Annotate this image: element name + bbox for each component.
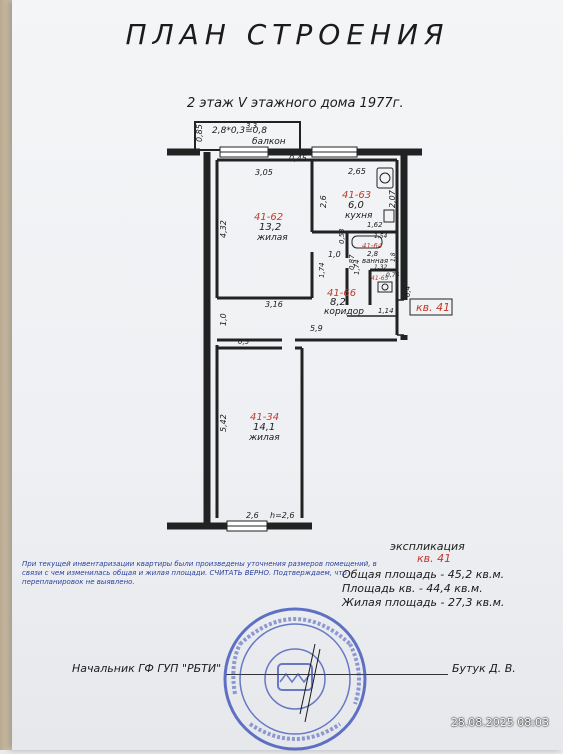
dim-174a: 1,74 [318, 262, 326, 278]
room-2-name: кухня [345, 211, 373, 221]
room-5-area: 8,2 [330, 297, 346, 308]
room-3-name: ванная [362, 257, 388, 265]
room-6-id: 41-34 [250, 412, 279, 423]
signature-line [226, 674, 448, 675]
explication-title: экспликация [390, 540, 465, 553]
room-1-id: 41-62 [254, 212, 283, 223]
room-1-area: 13,2 [259, 222, 281, 233]
photo-timestamp: 28.08.2025 08:03 [450, 716, 549, 729]
room-6-name: жилая [248, 433, 280, 443]
outer-walls [167, 148, 422, 530]
document-title: ПЛАН СТРОЕНИЯ [125, 18, 450, 51]
dimension-labels: 3,05 0,45 2,65 4,32 2,6 2,07 1,62 1,54 0… [219, 154, 412, 520]
dim-154: 1,54 [374, 233, 388, 240]
floor-plan: кв. 41 2,8*0,3=0,8 балкон 3,3 0,85 41-62… [167, 121, 453, 532]
dim-087: 0,87 [348, 254, 356, 270]
dim-162: 1,62 [367, 221, 383, 229]
balcony-label: балкон [252, 137, 286, 147]
inventory-note: При текущей инвентаризации квартиры были… [22, 560, 377, 586]
explication-apartment: кв. 41 [417, 552, 452, 565]
dim-045: 0,45 [289, 154, 307, 163]
ceiling-height: h=2,6 [270, 511, 295, 520]
dim-18: 1,8 [390, 252, 397, 262]
apartment-tag-frame [409, 298, 453, 316]
dim-174b: 1,74 [353, 259, 361, 275]
dim-265: 2,65 [348, 167, 366, 176]
apartment-tag: кв. 41 [416, 301, 450, 314]
dim-114: 1,14 [378, 307, 394, 315]
inner-walls [215, 158, 399, 518]
dim-076: 0,76 [386, 272, 400, 279]
dim-132: 1,32 [374, 264, 388, 271]
room-3-area: 2,8 [367, 250, 379, 258]
room-6-area: 14,1 [253, 422, 275, 433]
balcony-dims: 2,8*0,3=0,8 [212, 126, 267, 136]
room-5-id: 41-66 [327, 288, 356, 299]
dim-05: 0,5 [238, 338, 250, 346]
explication-total-area: Общая площадь - 45,2 кв.м. [342, 568, 505, 581]
dim-432: 4,32 [219, 220, 228, 238]
dim-542: 5,42 [219, 414, 228, 432]
signatory-title: Начальник ГФ ГУП "РБТИ" [72, 662, 222, 675]
dim-305: 3,05 [255, 168, 273, 177]
balcony-dim-top: 3,3 [246, 122, 257, 130]
dim-26: 2,6 [319, 195, 328, 208]
dim-207: 2,07 [388, 189, 397, 208]
dim-04: 0,4 [404, 286, 412, 297]
document-sheet: ПЛАН СТРОЕНИЯ 2 этаж V этажного дома 197… [12, 0, 563, 751]
official-seal [223, 607, 367, 751]
room-5-name: коридор [324, 307, 364, 317]
entry-door [347, 299, 404, 336]
document-subtitle: 2 этаж V этажного дома 1977г. [187, 96, 404, 111]
windows [219, 146, 358, 532]
signatory-name: Бутук Д. В. [452, 662, 516, 675]
room-2-id: 41-63 [342, 190, 371, 201]
room-3-id: 41-64 [362, 242, 382, 250]
dim-10b: 1,0 [219, 313, 228, 326]
dim-053: 0,53 [338, 228, 346, 244]
dim-26b: 2,6 [246, 511, 259, 520]
fixtures [351, 167, 395, 293]
dim-316: 3,16 [265, 300, 283, 309]
dim-59: 5,9 [310, 324, 323, 333]
dim-10a: 1,0 [328, 250, 341, 259]
explication-living-area: Жилая площадь - 27,3 кв.м. [342, 596, 505, 609]
balcony-dim-left: 0,85 [195, 124, 204, 142]
room-1-name: жилая [256, 233, 288, 243]
explication-apt-area: Площадь кв. - 44,4 кв.м. [342, 582, 483, 595]
underlying-page-edge [0, 0, 12, 750]
room-4-id: 41-65 [371, 275, 389, 282]
room-2-area: 6,0 [348, 200, 364, 211]
